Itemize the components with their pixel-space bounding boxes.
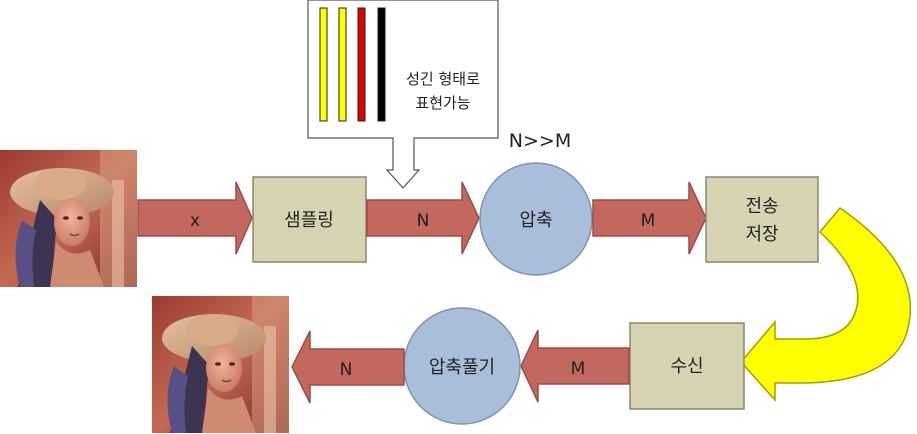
store-label: 저장 — [745, 224, 778, 245]
sampling-box: 샘플링 — [252, 176, 367, 263]
arrow-m-bottom: M — [520, 329, 630, 403]
arrow-m-top: M — [592, 181, 707, 255]
input-image — [0, 149, 138, 288]
callout-line-1: 성긴 형태로 — [406, 70, 480, 88]
ratio-label: N>>M — [509, 130, 571, 152]
sparse-bar-2 — [338, 7, 347, 122]
arrow-x-label: x — [190, 211, 200, 231]
compress-circle: 압축 — [479, 162, 593, 276]
yellow-uturn-arrow — [740, 206, 912, 402]
arrow-n-bottom-label: N — [340, 360, 353, 380]
arrow-n-top: N — [366, 181, 480, 255]
arrow-m-top-label: M — [641, 211, 656, 231]
sparse-bar-3 — [357, 7, 366, 122]
arrow-m-bottom-label: M — [571, 359, 586, 379]
receive-box: 수신 — [629, 322, 745, 410]
sparse-bar-4 — [377, 7, 386, 122]
decompress-circle: 압축풀기 — [403, 307, 521, 425]
transmit-store-box: 전송 저장 — [705, 176, 819, 263]
arrow-n-top-label: N — [417, 211, 430, 231]
compress-label: 압축 — [519, 210, 552, 231]
transmit-label: 전송 — [745, 196, 778, 217]
sampling-label: 샘플링 — [284, 210, 334, 231]
decompress-label: 압축풀기 — [429, 357, 495, 378]
sparse-callout: 성긴 형태로 표현가능 — [307, 0, 499, 189]
sparse-bar-1 — [319, 7, 328, 122]
arrow-n-bottom: N — [291, 330, 405, 404]
receive-label: 수신 — [670, 356, 703, 377]
callout-line-2: 표현가능 — [415, 94, 470, 112]
output-image — [151, 295, 290, 434]
arrow-x: x — [137, 181, 253, 255]
